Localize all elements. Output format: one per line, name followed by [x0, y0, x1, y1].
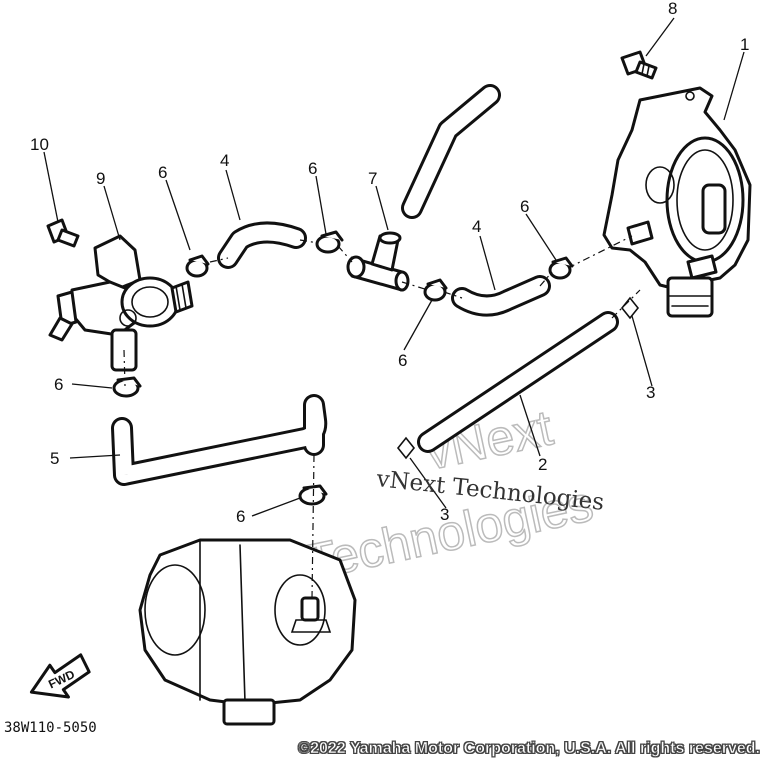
clamp-a: [185, 254, 210, 278]
callout-4a: 4: [220, 151, 229, 170]
hose-5: [111, 394, 328, 486]
callout-5: 5: [50, 449, 59, 468]
bolt-8: [620, 50, 658, 80]
clamp-e: [112, 376, 142, 398]
callout-6e: 6: [54, 375, 63, 394]
callout-3b: 3: [440, 505, 449, 524]
callout-6f: 6: [236, 507, 245, 526]
callout-1: 1: [740, 35, 749, 54]
callout-6b: 6: [308, 159, 317, 178]
bolt-10: [46, 218, 80, 248]
callout-7: 7: [368, 169, 377, 188]
flow-lines: [123, 235, 641, 599]
callout-numbers: 1 2 3 3 4 4 5 6 6 6 6 6 6 7 8 9 10: [30, 0, 749, 526]
callout-6d: 6: [398, 351, 407, 370]
hose-4-left: [217, 221, 307, 269]
diagram-code: 38W110-5050: [4, 720, 97, 736]
copyright-notice: ©2022 Yamaha Motor Corporation, U.S.A. A…: [298, 740, 760, 758]
callout-6a: 6: [158, 163, 167, 182]
callout-8: 8: [668, 0, 677, 18]
clamp-c: [423, 278, 448, 302]
callout-9: 9: [96, 169, 105, 188]
hose-top: [401, 84, 501, 219]
clamp-b: [315, 230, 344, 254]
callout-10: 10: [30, 135, 49, 154]
hose-4-right: [451, 275, 551, 317]
fuel-pump: [602, 86, 752, 318]
hose-2: [417, 311, 619, 453]
clamp-f: [298, 484, 328, 506]
callout-3a: 3: [646, 383, 655, 402]
clips-3: [396, 296, 640, 460]
clamps: [112, 230, 574, 506]
callout-2: 2: [538, 455, 547, 474]
t-joint: [346, 231, 410, 292]
fuel-cock: [48, 234, 194, 372]
callout-4b: 4: [472, 217, 481, 236]
carburetor: [138, 538, 357, 726]
callout-6c: 6: [520, 197, 529, 216]
fwd-arrow-icon: FWD: [29, 653, 91, 699]
clamp-d: [548, 256, 574, 280]
leader-lines: [43, 17, 745, 517]
